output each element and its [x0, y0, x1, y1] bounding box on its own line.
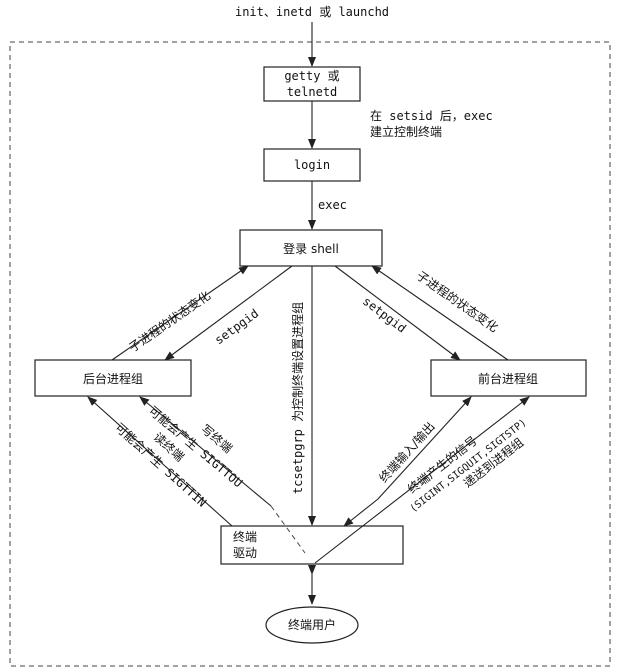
foreground-group-label: 前台进程组 [478, 371, 538, 386]
arrow-shell-setpgid-foreground [334, 265, 461, 361]
dashed-sigttou-continuation [270, 505, 306, 554]
label-setpgid-right: setpgid [360, 294, 409, 336]
foreground-group-box [430, 359, 587, 397]
terminal-driver-box [220, 525, 404, 565]
arrow-background-state-to-shell [111, 265, 249, 361]
login-label: login [294, 158, 330, 172]
login-shell-box [239, 229, 383, 267]
label-setpgid-left: setpgid [212, 306, 261, 347]
background-group-label: 后台进程组 [83, 371, 143, 386]
arrow-terminal-io-down [343, 498, 379, 527]
arrow-terminal-io-up [377, 396, 472, 500]
login-box [263, 148, 361, 182]
setsid-label-1: 在 setsid 后，exec [370, 109, 493, 123]
terminal-user-label: 终端用户 [288, 617, 336, 632]
arrow-sigttin [87, 396, 233, 527]
arrow-shell-setpgid-background [164, 265, 293, 361]
exec-label: exec [318, 198, 347, 212]
arrow-signals [314, 396, 530, 564]
arrow-foreground-state-to-shell [371, 265, 509, 361]
terminal-driver-label-1: 终端 [233, 529, 257, 544]
terminal-driver-label-2: 驱动 [233, 546, 257, 560]
arrow-sigttou [139, 396, 272, 507]
label-child-state-left: 子进程的状态变化 [126, 288, 213, 355]
setsid-label-2: 建立控制终端 [370, 124, 442, 139]
getty-label-1: getty 或 [284, 69, 339, 83]
label-tcsetpgrp: tcsetpgrp 为控制终端设置进程组 [290, 302, 305, 494]
system-boundary [9, 41, 611, 667]
login-shell-label: 登录 shell [283, 241, 339, 256]
terminal-user-ellipse [265, 606, 359, 644]
top-process-label: init、inetd 或 launchd [235, 5, 389, 19]
background-group-box [34, 359, 192, 397]
getty-label-2: telnetd [287, 85, 338, 99]
